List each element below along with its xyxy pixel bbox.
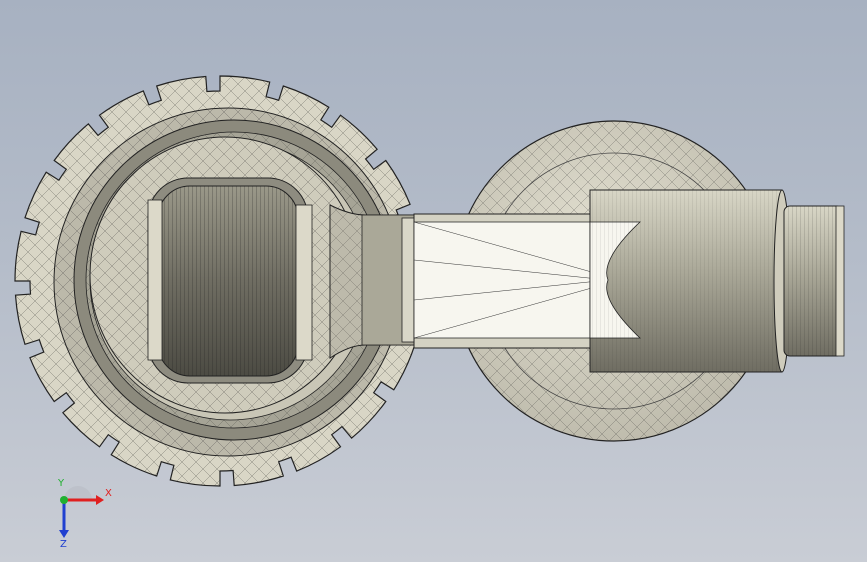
x-axis-label: X <box>105 488 112 499</box>
y-axis-indicator <box>60 496 68 504</box>
triad-sphere <box>64 486 92 500</box>
connecting-neck <box>329 204 421 359</box>
y-axis-label: Y <box>57 478 65 489</box>
spline-end <box>783 205 845 357</box>
axis-triad: X Y Z <box>57 478 112 548</box>
shaft <box>413 189 791 373</box>
central-roller <box>147 177 313 384</box>
z-axis-label: Z <box>60 539 67 548</box>
z-axis-arrowhead <box>59 530 69 538</box>
x-axis-arrowhead <box>96 495 104 505</box>
